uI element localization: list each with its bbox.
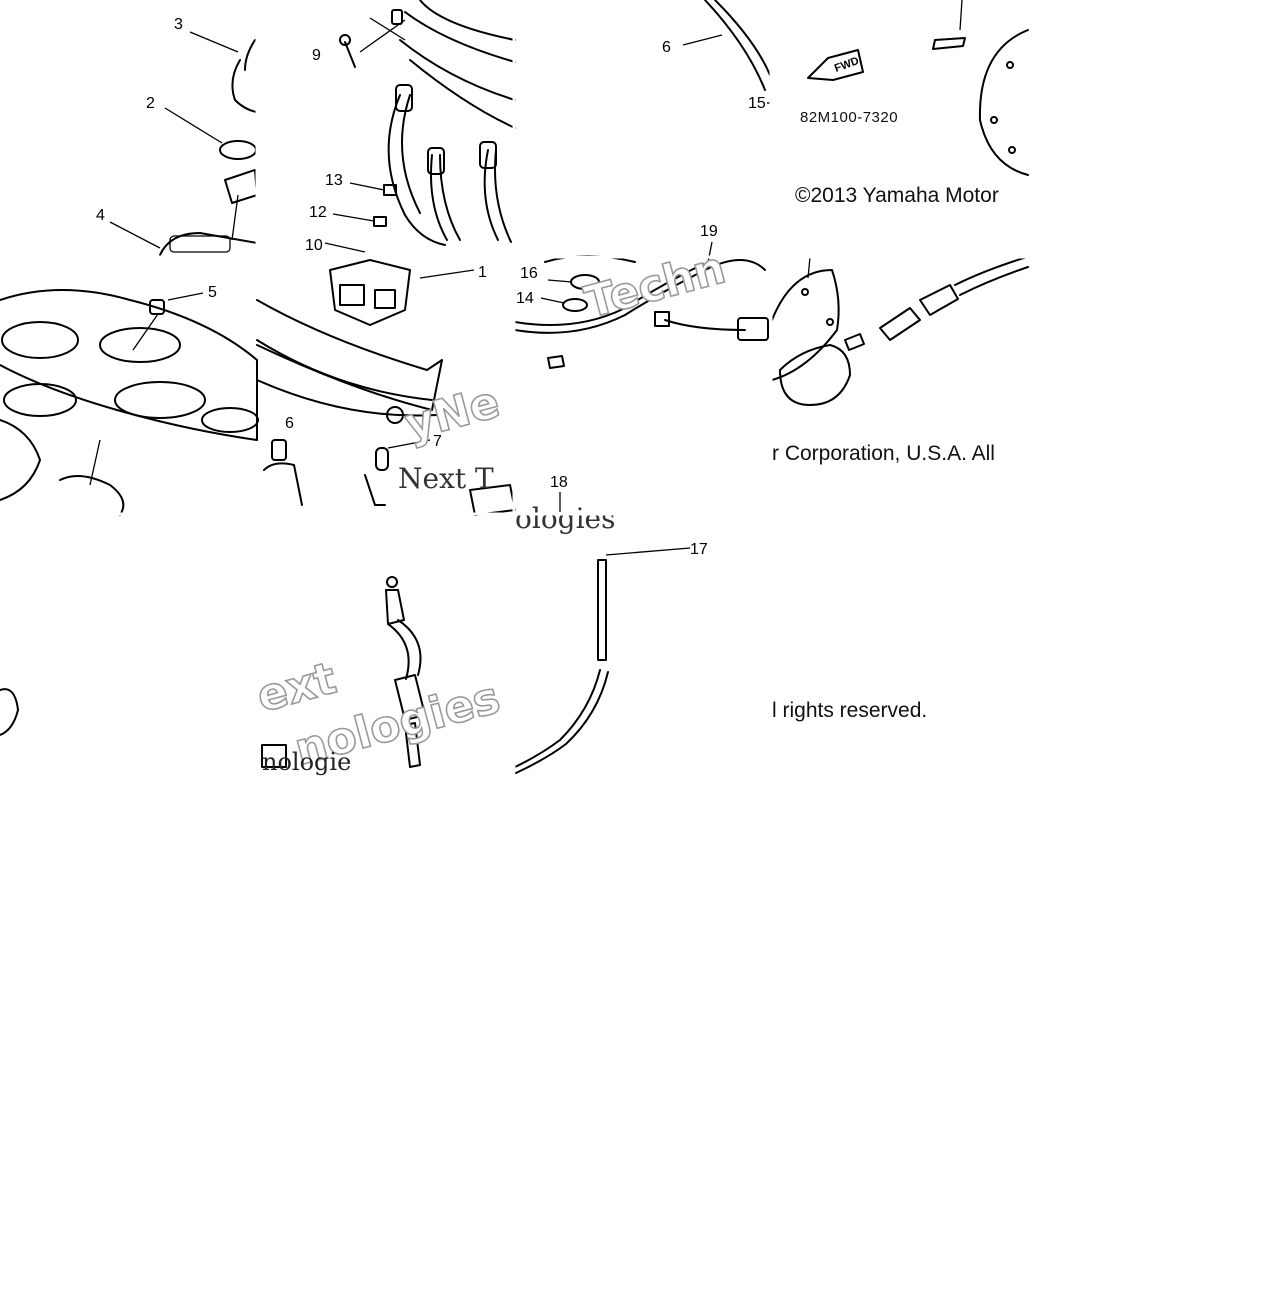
drive-flange [978, 29, 1029, 176]
watermark-text-7: nologie [262, 748, 351, 776]
callout-16: 16 [520, 265, 538, 282]
tile-r3-c3 [514, 547, 691, 774]
meter-cover-plate [0, 289, 258, 441]
callout-18: 18 [550, 474, 568, 491]
speedometer-unit [329, 259, 411, 326]
callout-layer: 3 2 4 9 13 12 10 1 5 6 7 6 15 16 14 19 1… [96, 16, 766, 558]
callout-4: 4 [96, 207, 105, 224]
callout-3: 3 [174, 16, 183, 33]
grommet-14 [562, 298, 588, 312]
cable-nut [385, 589, 405, 625]
gasket-3 [231, 59, 258, 113]
washer-12 [373, 216, 387, 227]
watermark-text-5: ext [252, 653, 342, 723]
tile-r1-c3 [682, 0, 772, 104]
copyright-line-1: ©2013 Yamaha Motor [795, 184, 999, 207]
speedometer-cable [397, 619, 422, 676]
wire-lead-19 [514, 259, 766, 334]
watermark-text-1: yNe [400, 377, 505, 451]
copyright-line-3: l rights reserved. [772, 699, 928, 722]
grommet-5 [149, 299, 165, 315]
housing-4 [159, 232, 258, 256]
tile-seams [0, 0, 1028, 770]
meter-ring-6 [714, 0, 771, 76]
bracket-2 [219, 140, 257, 160]
part-code: 82M100-7320 [800, 109, 898, 126]
fwd-arrow-icon [807, 49, 864, 81]
tile-r3-c2 [261, 576, 426, 768]
callout-7: 7 [433, 433, 442, 450]
tile-r2-c1 [0, 289, 259, 516]
tile-r1-c2 [332, 0, 516, 246]
callout-15: 15 [748, 95, 766, 112]
fwd-label: FWD [833, 55, 861, 75]
screw-10 [344, 41, 356, 68]
meter-housing-upper [404, 11, 516, 63]
tile-r2-c3 [514, 241, 769, 512]
cable-end-fitting [879, 307, 921, 341]
watermark-text-3: Next T [398, 462, 494, 495]
bulb-9 [271, 439, 287, 461]
tile-r1-c4 [807, 0, 1029, 176]
copyright-line-2: r Corporation, U.S.A. All [772, 442, 995, 465]
callout-10: 9 [312, 47, 321, 64]
callout-12: 12 [309, 204, 327, 221]
watermark-text-4: ologies [515, 502, 616, 535]
bulb-7 [375, 447, 389, 471]
callout-17: 17 [690, 541, 708, 558]
wire-harness [387, 94, 446, 246]
bulb-socket [395, 84, 413, 112]
callout-9: 6 [285, 415, 294, 432]
callout-1: 1 [478, 264, 487, 281]
callout-6: 6 [662, 39, 671, 56]
watermark-layer: yNe Techn Next T ologies ext nologies no… [251, 242, 732, 777]
tile-r1-c1 [109, 31, 258, 256]
cable-tube-17 [597, 559, 607, 661]
callout-5: 5 [208, 284, 217, 301]
connector-plug [737, 317, 769, 341]
tile-r3-c1 [0, 688, 19, 736]
callout-11: 10 [305, 237, 323, 254]
pin-bolt [932, 37, 966, 50]
callout-13: 13 [325, 172, 343, 189]
callout-14: 14 [516, 290, 534, 307]
callout-2: 2 [146, 95, 155, 112]
tile-r2-c4 [771, 256, 1029, 406]
callout-19: 19 [700, 223, 718, 240]
gear-unit [771, 269, 840, 381]
tile-r2-c2 [256, 242, 516, 516]
